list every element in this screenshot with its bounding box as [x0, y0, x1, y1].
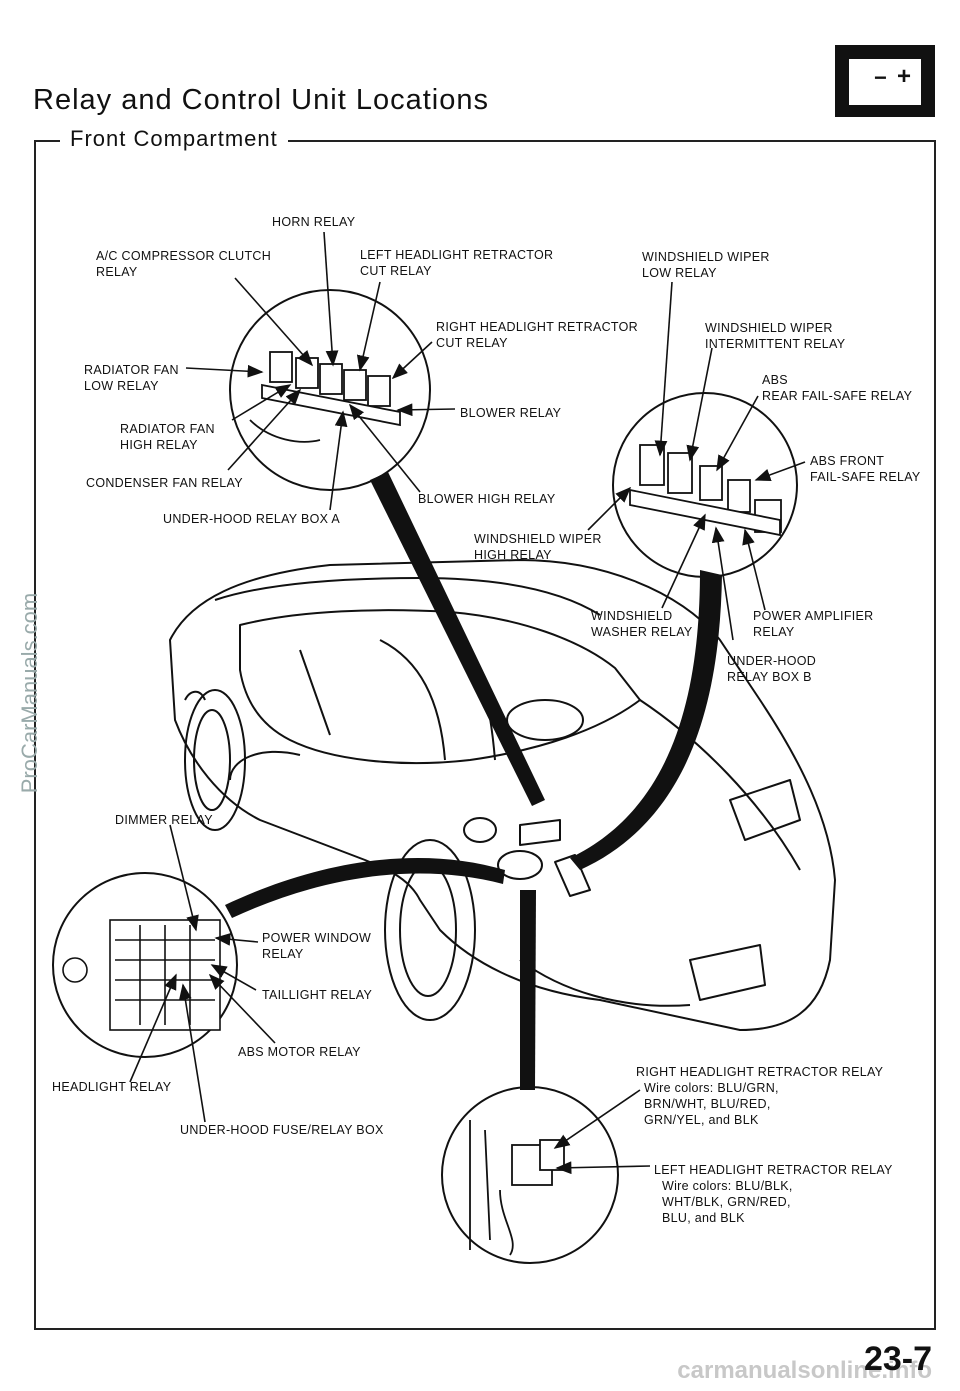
abs-motor-relay-label: ABS MOTOR RELAY	[238, 1045, 361, 1059]
label-line: WINDSHIELD WIPER	[642, 250, 770, 264]
label-line: RIGHT HEADLIGHT RETRACTOR	[436, 320, 638, 334]
battery-icon: − +	[835, 45, 935, 117]
label-line: RIGHT HEADLIGHT RETRACTOR RELAY	[636, 1065, 884, 1079]
abs-rear-fail-safe-relay-label: ABS REAR FAIL-SAFE RELAY	[762, 372, 912, 404]
condenser-fan-relay-label: CONDENSER FAN RELAY	[86, 476, 243, 490]
label-line: RELAY BOX B	[727, 670, 812, 684]
label-line: RELAY	[96, 265, 138, 279]
footer-url: carmanualsonline.info	[677, 1357, 932, 1384]
watermark-text: ProCarManuals.com	[17, 592, 42, 794]
label-line: ABS FRONT	[810, 454, 885, 468]
label-line: WINDSHIELD WIPER	[474, 532, 602, 546]
taillight-relay-label: TAILLIGHT RELAY	[262, 988, 373, 1002]
label-line: POWER AMPLIFIER	[753, 609, 874, 623]
label-line: RELAY	[262, 947, 304, 961]
label-line: A/C COMPRESSOR CLUTCH	[96, 249, 272, 263]
dimmer-relay-label: DIMMER RELAY	[115, 813, 213, 827]
diagram-frame	[34, 140, 936, 1330]
label-line: RELAY	[753, 625, 795, 639]
left-headlight-retractor-relay-label: LEFT HEADLIGHT RETRACTOR RELAY Wire colo…	[654, 1162, 893, 1226]
radiator-fan-high-relay-label: RADIATOR FAN HIGH RELAY	[120, 421, 215, 453]
label-line: FAIL-SAFE RELAY	[810, 470, 921, 484]
windshield-washer-relay-label: WINDSHIELD WASHER RELAY	[591, 608, 693, 640]
wire-colors-line: GRN/YEL, and BLK	[644, 1113, 759, 1127]
blower-high-relay-label: BLOWER HIGH RELAY	[418, 492, 556, 506]
label-line: LEFT HEADLIGHT RETRACTOR	[360, 248, 554, 262]
label-line: REAR FAIL-SAFE RELAY	[762, 389, 913, 403]
abs-front-fail-safe-relay-label: ABS FRONT FAIL-SAFE RELAY	[810, 453, 921, 485]
label-line: WINDSHIELD	[591, 609, 673, 623]
label-line: WINDSHIELD WIPER	[705, 321, 833, 335]
page-title: Relay and Control Unit Locations	[33, 84, 489, 116]
battery-icon-face: − +	[849, 59, 921, 105]
label-line: CUT RELAY	[436, 336, 508, 350]
wire-colors-line: BRN/WHT, BLU/RED,	[644, 1097, 771, 1111]
left-headlight-retractor-cut-relay-label: LEFT HEADLIGHT RETRACTOR CUT RELAY	[360, 247, 553, 279]
under-hood-relay-box-b-label: UNDER-HOOD RELAY BOX B	[727, 653, 816, 685]
label-line: ABS	[762, 373, 788, 387]
label-line: CUT RELAY	[360, 264, 432, 278]
under-hood-relay-box-a-label: UNDER-HOOD RELAY BOX A	[163, 512, 341, 526]
wire-colors-line: BLU, and BLK	[662, 1211, 745, 1225]
label-line: HIGH RELAY	[120, 438, 198, 452]
label-line: RADIATOR FAN	[84, 363, 179, 377]
battery-minus-icon: −	[874, 65, 887, 90]
battery-plus-icon: +	[897, 63, 912, 90]
label-line: INTERMITTENT RELAY	[705, 337, 846, 351]
label-line: HIGH RELAY	[474, 548, 552, 562]
section-subtitle: Front Compartment	[60, 126, 288, 152]
power-window-relay-label: POWER WINDOW RELAY	[262, 930, 371, 962]
label-line: UNDER-HOOD	[727, 654, 817, 668]
label-line: RADIATOR FAN	[120, 422, 215, 436]
windshield-wiper-high-relay-label: WINDSHIELD WIPER HIGH RELAY	[474, 531, 602, 563]
wire-colors-line: WHT/BLK, GRN/RED,	[662, 1195, 791, 1209]
headlight-relay-label: HEADLIGHT RELAY	[52, 1080, 172, 1094]
wire-colors-line: Wire colors: BLU/BLK,	[662, 1179, 793, 1193]
right-headlight-retractor-relay-label: RIGHT HEADLIGHT RETRACTOR RELAY Wire col…	[636, 1064, 883, 1128]
label-line: LOW RELAY	[84, 379, 159, 393]
right-headlight-retractor-cut-relay-label: RIGHT HEADLIGHT RETRACTOR CUT RELAY	[436, 319, 638, 351]
windshield-wiper-intermittent-relay-label: WINDSHIELD WIPER INTERMITTENT RELAY	[705, 320, 845, 352]
power-amplifier-relay-label: POWER AMPLIFIER RELAY	[753, 608, 874, 640]
wire-colors-line: Wire colors: BLU/GRN,	[644, 1081, 779, 1095]
under-hood-fuse-relay-box-label: UNDER-HOOD FUSE/RELAY BOX	[180, 1123, 384, 1137]
ac-compressor-clutch-relay-label: A/C COMPRESSOR CLUTCH RELAY	[96, 248, 271, 280]
windshield-wiper-low-relay-label: WINDSHIELD WIPER LOW RELAY	[642, 249, 770, 281]
label-line: LOW RELAY	[642, 266, 717, 280]
blower-relay-label: BLOWER RELAY	[460, 406, 562, 420]
page-number: 23-7	[863, 1340, 932, 1378]
label-line: LEFT HEADLIGHT RETRACTOR RELAY	[654, 1163, 893, 1177]
radiator-fan-low-relay-label: RADIATOR FAN LOW RELAY	[84, 362, 179, 394]
horn-relay-label: HORN RELAY	[272, 215, 356, 229]
label-line: WASHER RELAY	[591, 625, 693, 639]
label-line: POWER WINDOW	[262, 931, 372, 945]
